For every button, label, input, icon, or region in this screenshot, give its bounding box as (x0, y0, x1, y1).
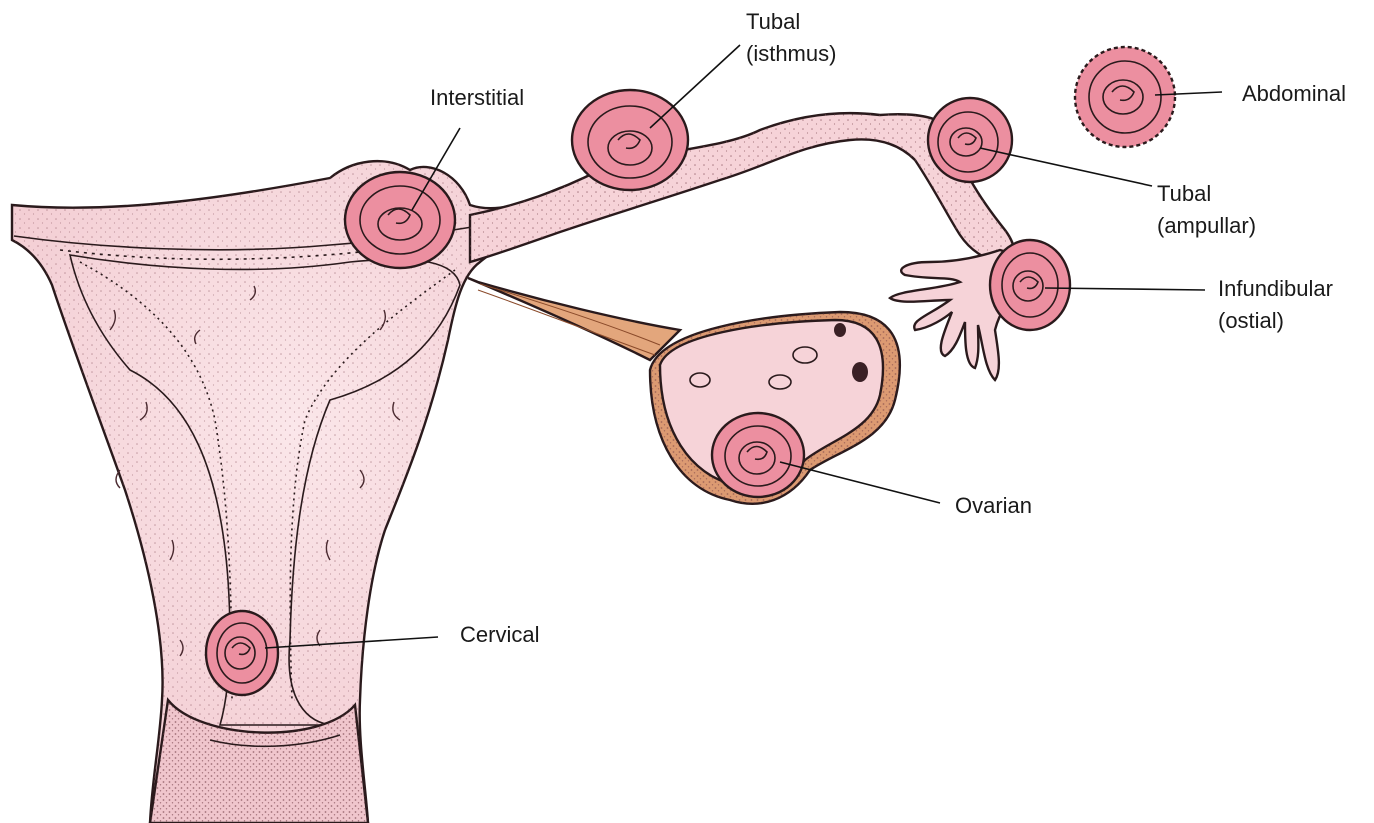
label-infundibular: Infundibular (ostial) (1218, 276, 1339, 333)
leader-cervical (264, 636, 439, 649)
sac-infundibular (988, 238, 1072, 332)
sac-interstitial (343, 170, 457, 270)
label-cervical: Cervical (460, 622, 539, 647)
label-abdominal: Abdominal (1242, 81, 1346, 106)
leader-infundibular (1044, 287, 1206, 291)
leader-lines (264, 44, 1223, 649)
label-ovarian: Ovarian (955, 493, 1032, 518)
sac-ovarian (710, 411, 806, 499)
label-interstitial: Interstitial (430, 85, 524, 110)
leader-abdominal (1154, 91, 1223, 96)
fallopian-tube (467, 111, 1026, 382)
leader-interstitial (411, 127, 461, 211)
label-tubal-isthmus: Tubal (isthmus) (746, 9, 836, 66)
labels: Interstitial Tubal (isthmus) Abdominal T… (430, 9, 1346, 647)
sac-tubal-ampullar (926, 96, 1014, 184)
sac-cervical (204, 609, 280, 697)
label-tubal-ampullar: Tubal (ampullar) (1157, 181, 1256, 238)
leader-tubal-ampullar (979, 147, 1153, 187)
sac-tubal-isthmus (570, 88, 690, 192)
uterus (10, 159, 577, 823)
leader-ovarian (779, 461, 941, 504)
sac-abdominal (1073, 45, 1177, 149)
leader-tubal-isthmus (649, 44, 741, 129)
